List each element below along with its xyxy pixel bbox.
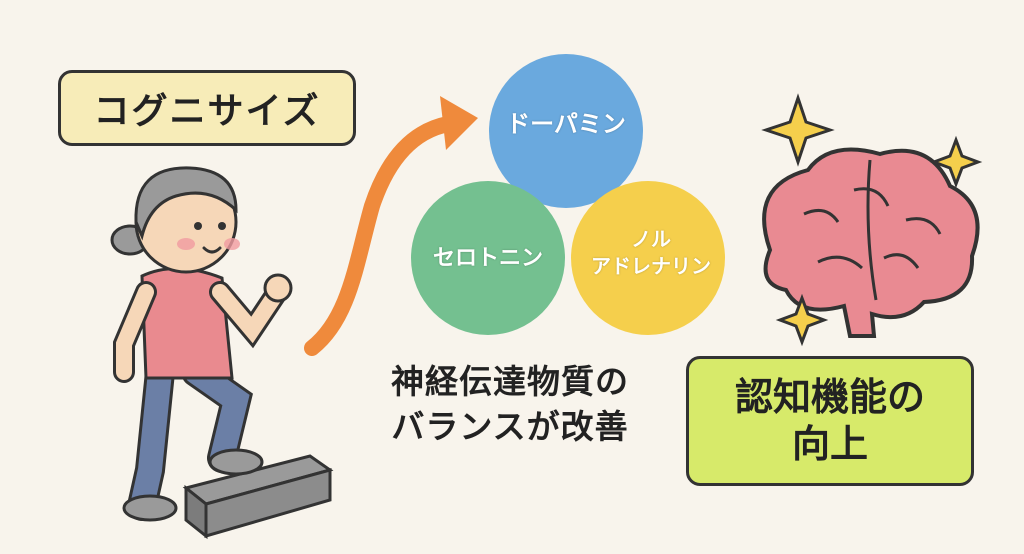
noradrenaline-label-line2: アドレナリン (591, 254, 711, 278)
result-label-line1: 認知機能の (734, 374, 925, 419)
dopamine-circle (489, 54, 643, 208)
noradrenaline-label: ノル アドレナリン (576, 226, 726, 280)
dopamine-label: ドーパミン (506, 110, 626, 138)
serotonin-circle (411, 181, 565, 335)
balance-improvement-text: 神経伝達物質の バランスが改善 (350, 360, 670, 449)
balance-text-line2: バランスが改善 (391, 406, 629, 446)
balance-text-line1: 神経伝達物質の (391, 362, 629, 401)
serotonin-label: セロトニン (432, 246, 543, 271)
result-label-line2: 向上 (791, 422, 868, 466)
noradrenaline-label-line1: ノル (631, 227, 671, 251)
exercise-label: コグニサイズ (58, 70, 356, 146)
result-label: 認知機能の 向上 (686, 356, 974, 486)
exercise-label-text: コグニサイズ (93, 91, 321, 132)
noradrenaline-circle (571, 181, 725, 335)
